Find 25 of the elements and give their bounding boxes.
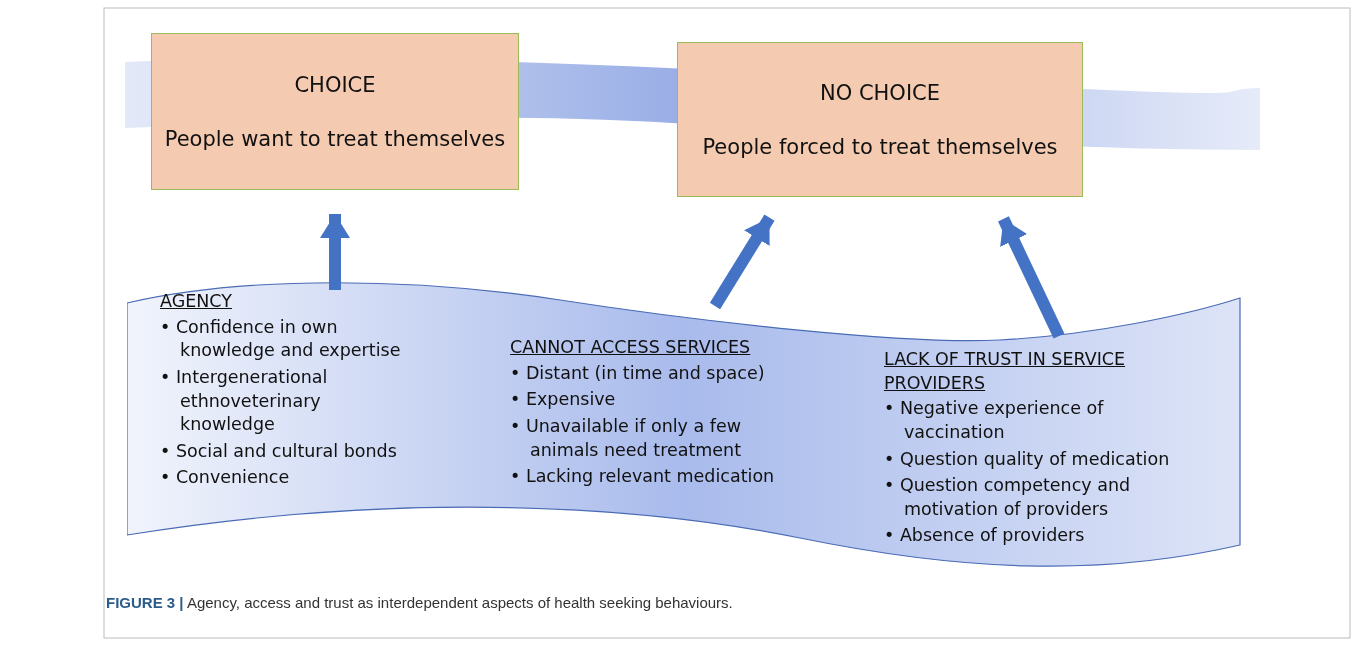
bullet-item: • Convenience (160, 466, 291, 490)
bullet-item: • Confidence in own knowledge and expertise (160, 315, 402, 363)
box-heading: NO CHOICE (820, 80, 940, 105)
bullet-item: • Question competency and motivation of providers (884, 474, 1132, 521)
arrow (320, 214, 350, 290)
bullet-item: • Negative experience of vaccination (884, 397, 1105, 444)
bullet-item: • Unavailable if only a few animals need treatment (510, 414, 743, 462)
bullet-item: • Question quality of medication (884, 447, 1171, 471)
box-heading: CHOICE (294, 72, 376, 97)
arrow (709, 214, 775, 310)
bullet-item: • Expensive (510, 388, 617, 412)
group-heading: AGENCY (160, 290, 233, 313)
bullet-item: • Social and cultural bonds (160, 439, 398, 463)
bullet-item: • Lacking relevant medication (510, 465, 776, 489)
outcome-box (151, 33, 519, 190)
box-text: People want to treat themselves (164, 126, 506, 151)
figure-caption: FIGURE 3 | Agency, access and trust as interdependent aspects of health seeking behaviours. (106, 594, 733, 611)
bullet-item: • Distant (in time and space) (510, 361, 766, 385)
group-heading: LACK OF TRUST IN SERVICE PROVIDERS (884, 348, 1127, 395)
box-text: People forced to treat themselves (702, 134, 1058, 159)
outcome-box (677, 42, 1083, 197)
bullet-item: • Absence of providers (884, 524, 1086, 548)
group-heading: CANNOT ACCESS SERVICES (510, 336, 752, 359)
arrow (998, 216, 1065, 339)
bullet-item: • Intergenerational ethnoveterinary knowledge (160, 365, 329, 437)
